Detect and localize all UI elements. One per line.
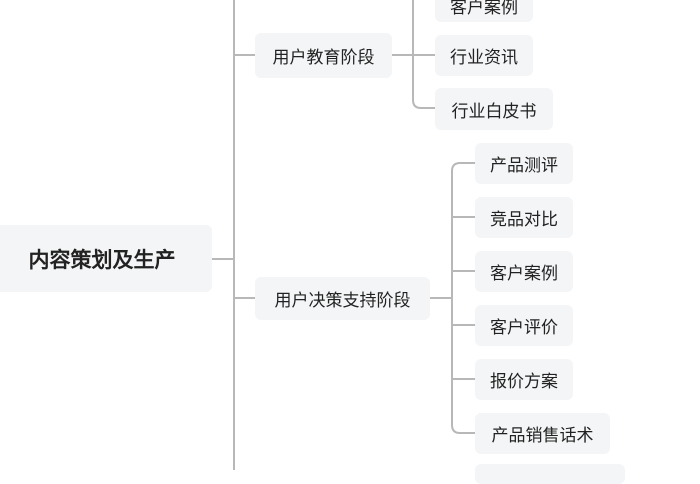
branch-user-education[interactable]: 用户教育阶段	[255, 33, 392, 78]
leaf-customer-case[interactable]: 客户案例	[435, 0, 533, 22]
connector-lines	[212, 0, 475, 470]
leaf-competitor-comparison[interactable]: 竞品对比	[475, 197, 573, 238]
leaf-quotation-plan[interactable]: 报价方案	[475, 359, 573, 400]
leaf-industry-news[interactable]: 行业资讯	[435, 35, 533, 76]
leaf-customer-rating[interactable]: 客户评价	[475, 305, 573, 346]
leaf-product-review[interactable]: 产品测评	[475, 143, 573, 184]
leaf-partial-cutoff	[475, 464, 625, 484]
leaf-sales-script[interactable]: 产品销售话术	[475, 413, 610, 454]
branch-user-decision-support[interactable]: 用户决策支持阶段	[255, 277, 430, 320]
leaf-customer-case-2[interactable]: 客户案例	[475, 251, 573, 292]
root-node[interactable]: 内容策划及生产	[0, 225, 212, 292]
leaf-industry-whitepaper[interactable]: 行业白皮书	[435, 88, 553, 130]
